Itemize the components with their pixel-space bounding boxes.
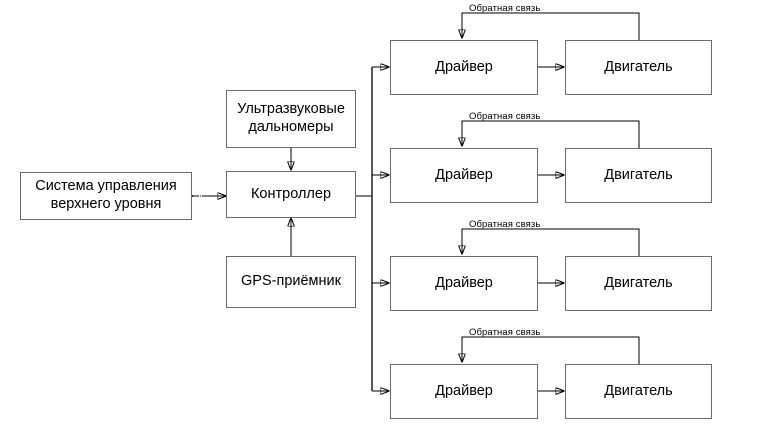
- connector-feedback-4: [462, 336, 640, 364]
- connector-feedback-2: [462, 120, 640, 148]
- block-motor-1[interactable]: Двигатель: [565, 40, 712, 95]
- connector-feedback-3: [462, 228, 640, 256]
- connector-controller-bus: [355, 67, 373, 391]
- block-motor-4[interactable]: Двигатель: [565, 364, 712, 419]
- feedback-label-1: Обратная связь: [469, 3, 541, 14]
- block-motor-3[interactable]: Двигатель: [565, 256, 712, 311]
- block-ultrasonic-rangefinders[interactable]: Ультразвуковые дальномеры: [226, 90, 356, 148]
- feedback-label-4: Обратная связь: [469, 327, 541, 338]
- block-controller[interactable]: Контроллер: [226, 171, 356, 218]
- block-motor-2[interactable]: Двигатель: [565, 148, 712, 203]
- block-gps-receiver[interactable]: GPS-приёмник: [226, 256, 356, 308]
- feedback-label-2: Обратная связь: [469, 111, 541, 122]
- block-driver-1[interactable]: Драйвер: [390, 40, 538, 95]
- block-supervisory-control-system[interactable]: Система управления верхнего уровня: [20, 172, 192, 220]
- connector-feedback-1: [462, 12, 640, 40]
- block-driver-3[interactable]: Драйвер: [390, 256, 538, 311]
- block-driver-4[interactable]: Драйвер: [390, 364, 538, 419]
- feedback-label-3: Обратная связь: [469, 219, 541, 230]
- block-driver-2[interactable]: Драйвер: [390, 148, 538, 203]
